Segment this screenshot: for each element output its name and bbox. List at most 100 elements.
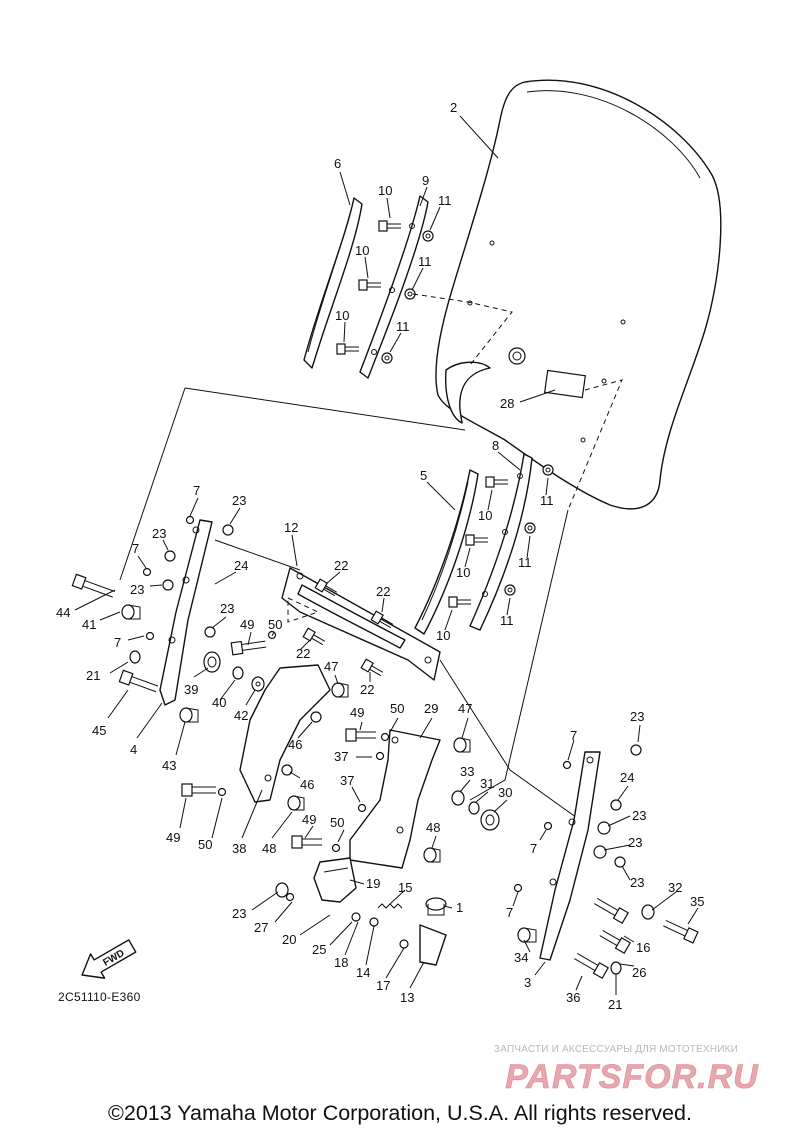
callout-label: 47 [458, 701, 472, 716]
diagram-code: 2C51110-E360 [58, 990, 141, 1004]
callout-label: 22 [334, 558, 348, 573]
knob-1 [425, 897, 447, 916]
callout-label: 23 [152, 526, 166, 541]
callout-label: 4 [130, 742, 137, 757]
nuts-washers [142, 515, 642, 949]
fwd-arrow-icon: FWD [81, 939, 137, 979]
bracket-4 [159, 519, 213, 706]
callout-label: 23 [632, 808, 646, 823]
callout-label: 11 [540, 493, 554, 508]
arm-38 [239, 664, 331, 803]
bushings [121, 604, 655, 975]
callout-label: 2 [450, 100, 457, 115]
watermark-caption: ЗАПЧАСТИ И АКСЕССУАРЫ ДЛЯ МОТОТЕХНИКИ [494, 1044, 739, 1055]
watermark-logo-text: PARTSFOR.RU [505, 1058, 759, 1096]
callout-labels: 2 6 10 9 11 10 11 10 11 28 8 5 11 10 11 … [56, 100, 704, 1012]
callout-label: 47 [324, 659, 338, 674]
callout-label: 37 [334, 749, 348, 764]
callout-label: 42 [234, 708, 248, 723]
callout-label: 10 [478, 508, 492, 523]
callout-label: 44 [56, 605, 70, 620]
callout-label: 11 [418, 254, 432, 269]
callout-label: 9 [422, 173, 429, 188]
callout-label: 10 [378, 183, 392, 198]
callout-label: 34 [514, 950, 528, 965]
leader-lines [74, 115, 699, 995]
copyright-notice: ©2013 Yamaha Motor Corporation, U.S.A. A… [108, 1101, 692, 1125]
panel-5 [414, 469, 479, 635]
callout-label: 43 [162, 758, 176, 773]
callout-label: 7 [132, 541, 139, 556]
callout-label: 23 [628, 835, 642, 850]
callout-label: 28 [500, 396, 514, 411]
fwd-label: FWD [101, 948, 126, 969]
callout-label: 35 [690, 894, 704, 909]
callout-label: 33 [460, 764, 474, 779]
callout-label: 13 [400, 990, 414, 1005]
callout-label: 48 [262, 841, 276, 856]
callout-label: 24 [620, 770, 634, 785]
callout-label: 27 [254, 920, 268, 935]
panel-6 [303, 197, 363, 369]
panel-9 [359, 195, 429, 379]
arm-29 [349, 729, 441, 869]
callout-label: 38 [232, 841, 246, 856]
callout-label: 21 [608, 997, 622, 1012]
callout-label: 20 [282, 932, 296, 947]
callout-label: 40 [212, 695, 226, 710]
callout-label: 29 [424, 701, 438, 716]
callout-label: 1 [456, 900, 463, 915]
callout-label: 37 [340, 773, 354, 788]
callout-label: 18 [334, 955, 348, 970]
callout-label: 23 [232, 493, 246, 508]
callout-label: 25 [312, 942, 326, 957]
panel-8 [469, 453, 533, 631]
callout-label: 10 [335, 308, 349, 323]
mechanism-19 [313, 857, 357, 903]
callout-label: 50 [390, 701, 404, 716]
callout-label: 22 [376, 584, 390, 599]
callout-label: 7 [114, 635, 121, 650]
callout-label: 19 [366, 876, 380, 891]
callout-label: 3 [524, 975, 531, 990]
callout-label: 49 [302, 812, 316, 827]
watermark-logo: PARTSFOR.RU [505, 1058, 759, 1097]
callout-label: 39 [184, 682, 198, 697]
callout-label: 22 [296, 646, 310, 661]
callout-label: 5 [420, 468, 427, 483]
callout-label: 15 [398, 880, 412, 895]
callout-label: 50 [198, 837, 212, 852]
callout-label: 49 [166, 830, 180, 845]
callout-label: 22 [360, 682, 374, 697]
callout-label: 41 [82, 617, 96, 632]
callout-label: 14 [356, 965, 370, 980]
callout-label: 36 [566, 990, 580, 1005]
callout-label: 23 [630, 709, 644, 724]
plate-13 [419, 924, 447, 966]
callout-label: 23 [232, 906, 246, 921]
callout-label: 50 [268, 617, 282, 632]
callout-label: 45 [92, 723, 106, 738]
windshield [435, 79, 722, 510]
callout-label: 16 [636, 940, 650, 955]
callout-label: 49 [240, 617, 254, 632]
callout-label: 17 [376, 978, 390, 993]
callout-label: 30 [498, 785, 512, 800]
callout-label: 10 [436, 628, 450, 643]
callout-label: 7 [570, 728, 577, 743]
callout-label: 7 [530, 841, 537, 856]
callout-label: 11 [396, 319, 410, 334]
callout-label: 46 [288, 737, 302, 752]
callout-label: 48 [426, 820, 440, 835]
callout-label: 21 [86, 668, 100, 683]
callout-label: 31 [480, 776, 494, 791]
callout-label: 23 [130, 582, 144, 597]
callout-label: 12 [284, 520, 298, 535]
callout-label: 23 [630, 875, 644, 890]
callout-label: 49 [350, 705, 364, 720]
callout-label: 50 [330, 815, 344, 830]
callout-label: 11 [518, 555, 532, 570]
callout-label: 10 [456, 565, 470, 580]
bracket-12 [281, 567, 441, 681]
